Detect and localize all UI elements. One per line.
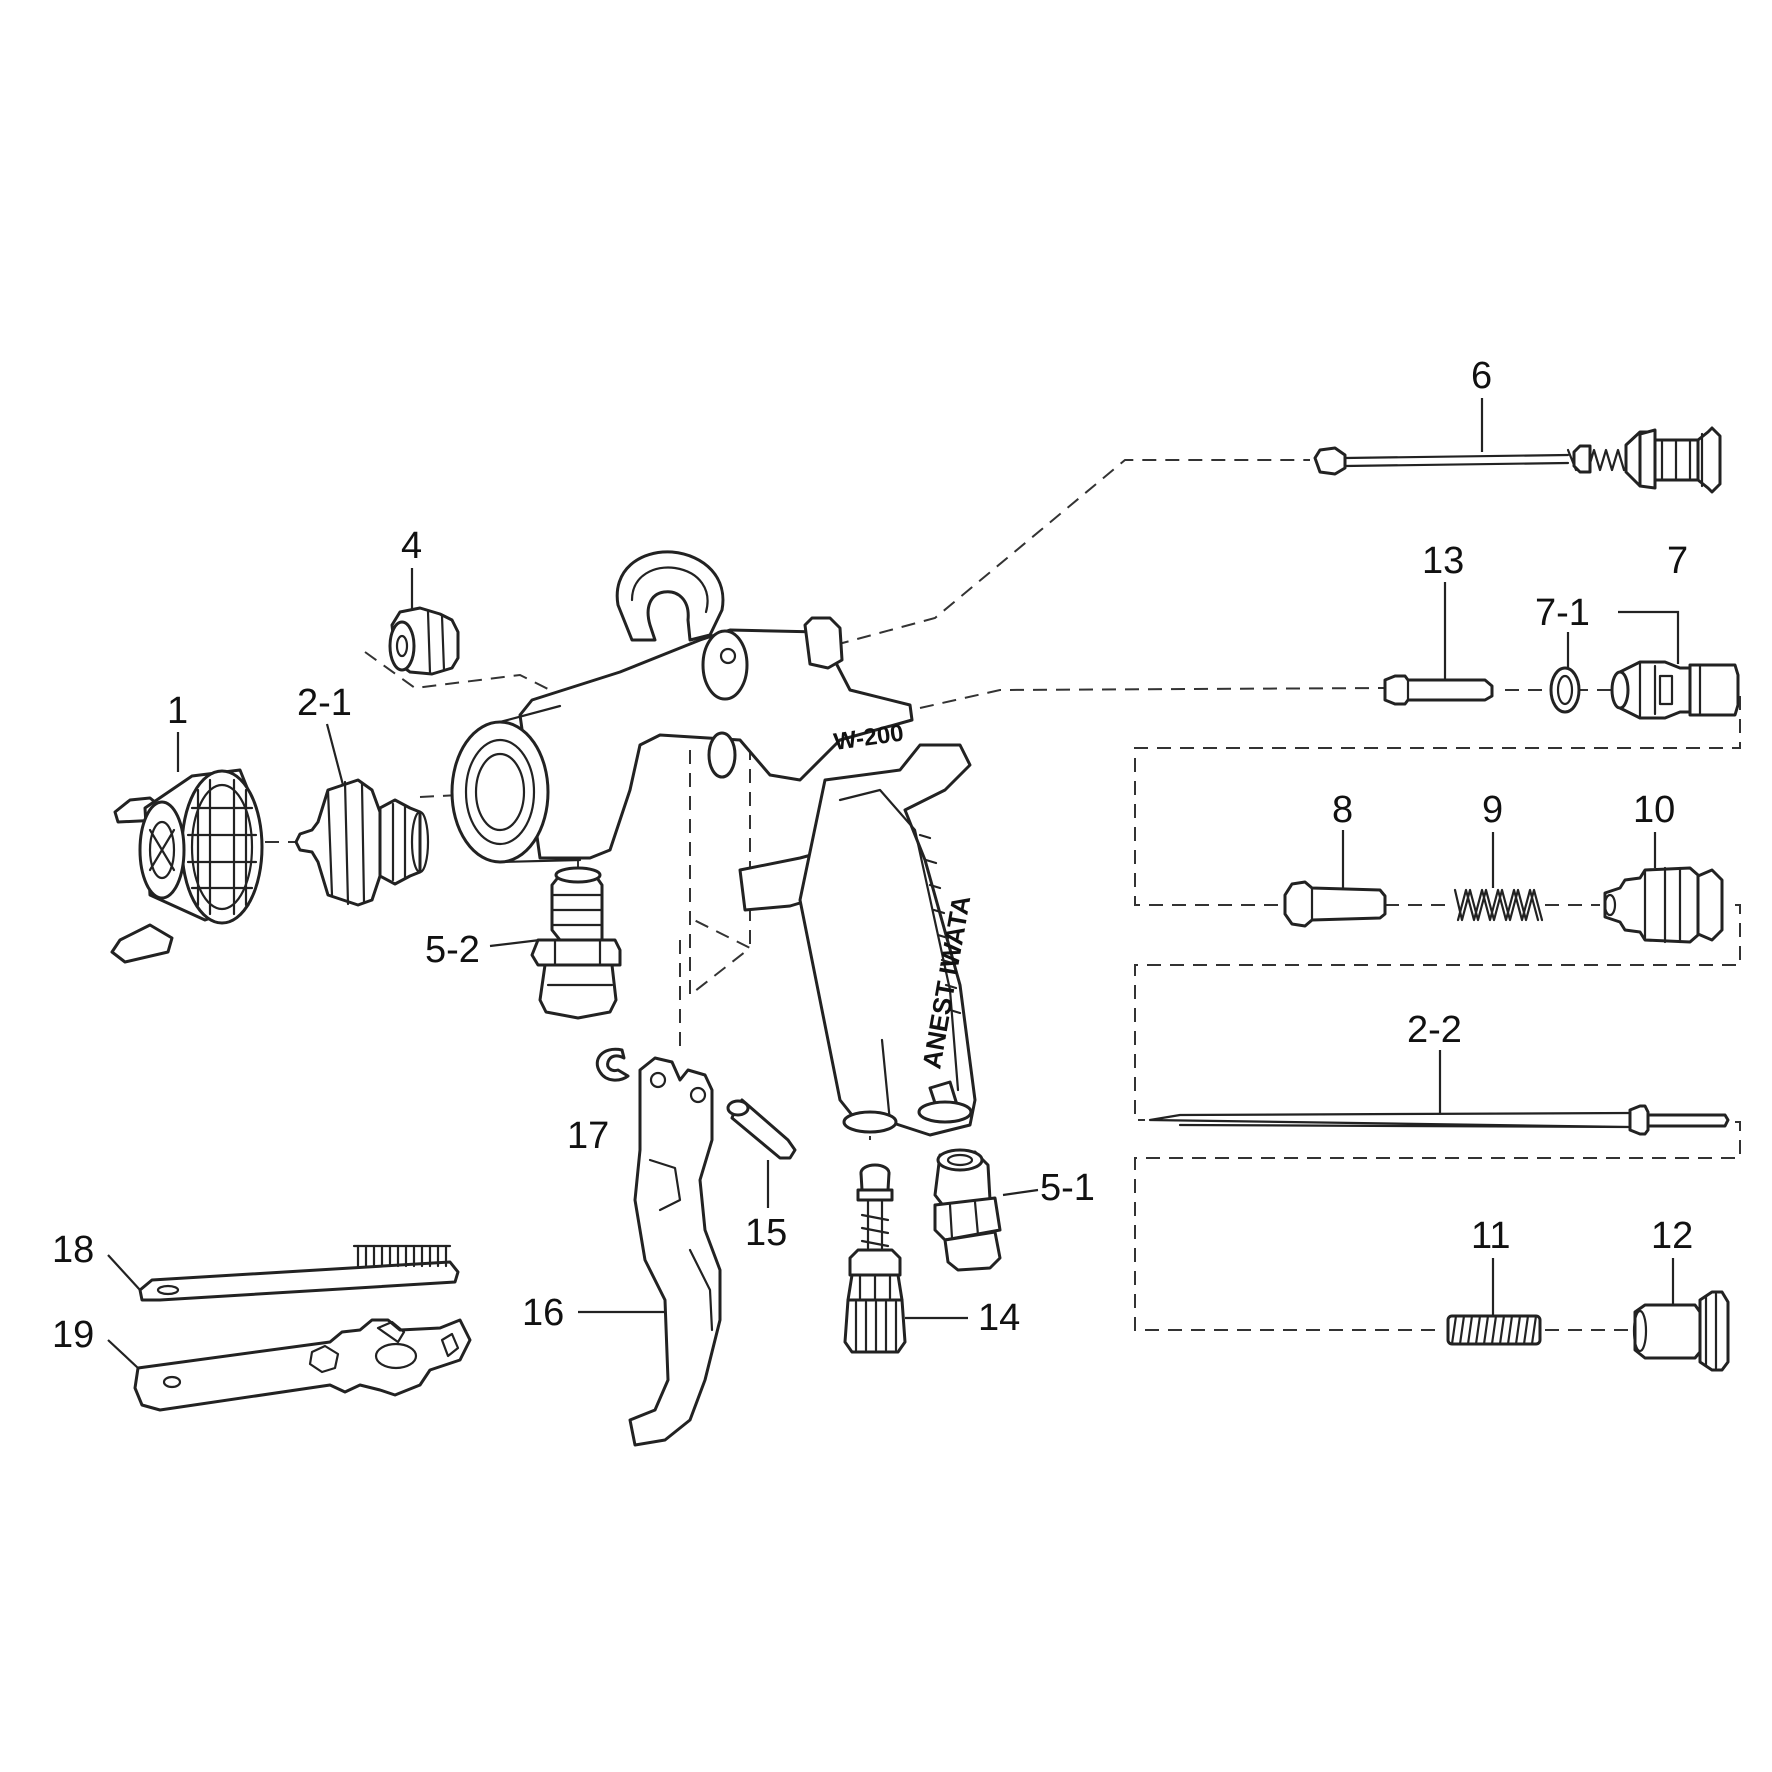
label-19: 19 (52, 1314, 94, 1356)
e-clip-part-17 (595, 1047, 630, 1082)
nozzle-seat-part-4 (388, 606, 460, 676)
spring-part-9 (1453, 888, 1544, 922)
air-adjust-valve-part-14 (843, 1163, 907, 1354)
trigger-pin-part-15 (726, 1098, 797, 1160)
fluid-needle-part-2-2 (1148, 1104, 1730, 1136)
o-ring-part-7-1 (1549, 666, 1581, 714)
fluid-nozzle-part-2-1 (294, 778, 430, 907)
label-14: 14 (978, 1297, 1020, 1339)
label-1: 1 (167, 690, 188, 732)
valve-housing-part-7 (1610, 660, 1740, 720)
needle-spring-part-11 (1446, 1314, 1542, 1346)
label-18: 18 (52, 1229, 94, 1271)
label-7-1: 7-1 (1535, 592, 1590, 634)
label-15: 15 (745, 1212, 787, 1254)
valve-seat-part-10 (1603, 866, 1724, 944)
fluid-adjust-knob-part-12 (1632, 1290, 1730, 1372)
label-8: 8 (1332, 789, 1353, 831)
gun-body: W-200 ANEST IWATA (450, 550, 977, 1137)
label-17: 17 (567, 1115, 609, 1157)
air-nipple-part-5-1 (933, 1148, 1002, 1272)
pin-part-13 (1383, 674, 1494, 706)
label-16: 16 (522, 1292, 564, 1334)
label-5-2: 5-2 (425, 929, 480, 971)
label-9: 9 (1482, 789, 1503, 831)
label-2-2: 2-2 (1407, 1009, 1462, 1051)
part-labels: 1 2-1 4 5-2 6 13 7 7-1 8 9 10 2-2 11 12 … (52, 355, 1693, 1356)
leader-lines (107, 398, 1680, 1369)
label-11: 11 (1471, 1215, 1510, 1257)
air-cap-part-1 (110, 768, 264, 964)
label-13: 13 (1422, 540, 1464, 582)
spanner-wrench-part-19 (133, 1318, 472, 1412)
pattern-adjust-valve-part-6 (1313, 426, 1722, 494)
label-10: 10 (1633, 789, 1675, 831)
cleaning-brush-part-18 (138, 1244, 460, 1302)
label-4: 4 (401, 525, 422, 567)
air-valve-part-8 (1283, 880, 1387, 928)
label-12: 12 (1651, 1215, 1693, 1257)
label-2-1: 2-1 (297, 682, 352, 724)
label-7: 7 (1667, 540, 1688, 582)
trigger-part-16 (628, 1056, 722, 1447)
fluid-inlet-nipple-part-5-2 (530, 866, 622, 1020)
assembly-dashed-lines (265, 459, 1741, 1331)
label-5-1: 5-1 (1040, 1167, 1095, 1209)
label-6: 6 (1471, 355, 1492, 397)
